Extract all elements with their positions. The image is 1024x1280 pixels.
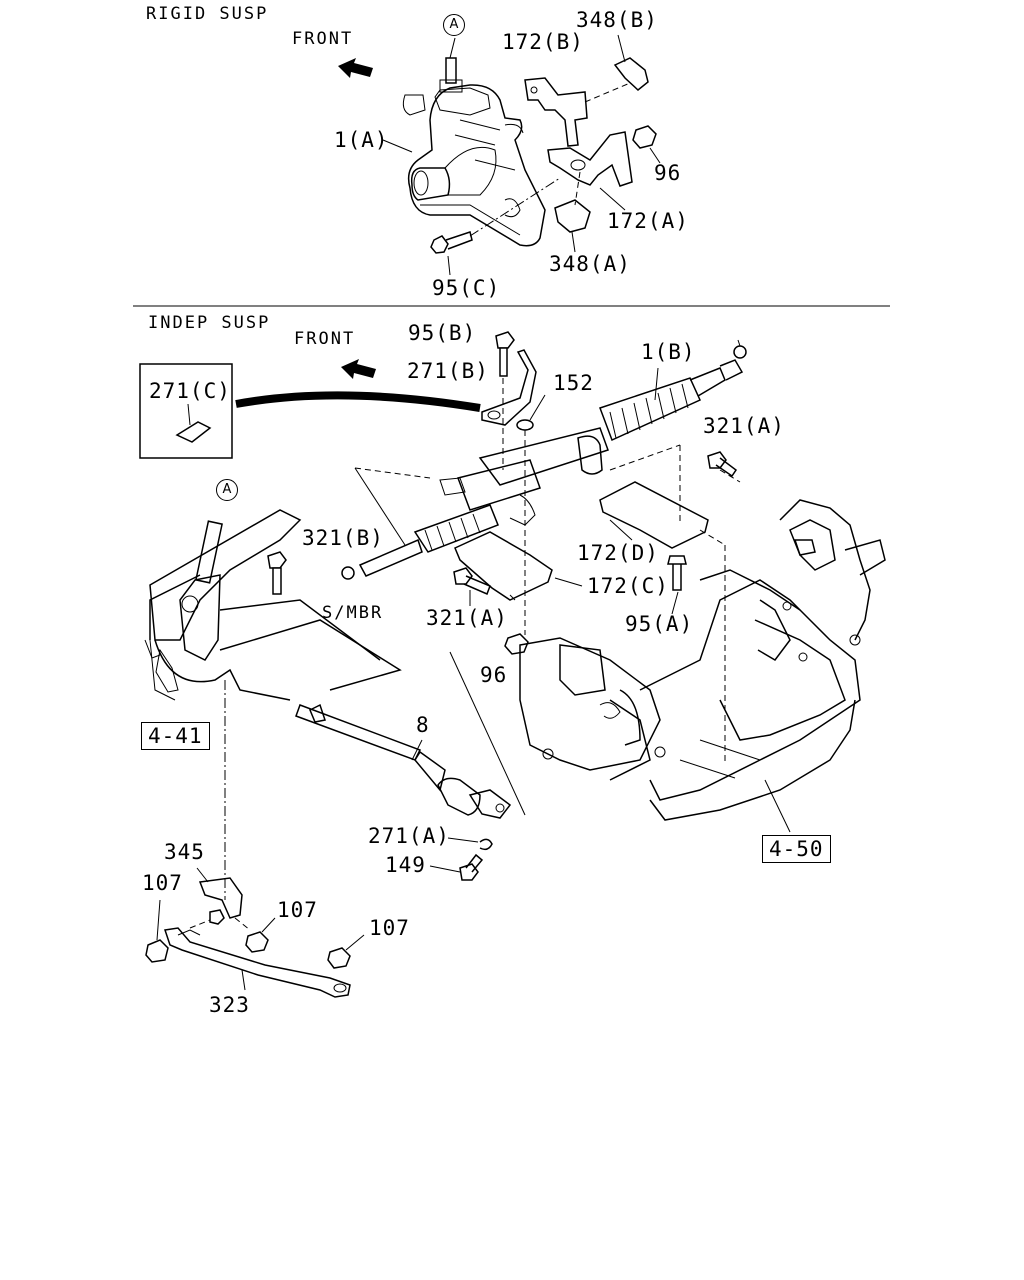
bolt-149 [459, 853, 484, 881]
intermediate-shaft-8 [295, 703, 512, 819]
part-label-271a: 271(A) [368, 824, 450, 848]
bracket-172d [599, 481, 709, 549]
front-label: FRONT [294, 329, 356, 349]
ref-box-4-50[interactable]: 4-50 [762, 835, 831, 863]
bolt-95c [430, 231, 473, 254]
part-label-348a: 348(A) [549, 252, 631, 276]
steering-gear-box [402, 57, 546, 247]
section-label-indep: INDEP SUSP [148, 313, 271, 333]
part-label-107: 107 [142, 871, 183, 895]
rack-and-pinion-assembly [341, 339, 747, 580]
nut-96-mid [504, 633, 529, 655]
part-label-271b: 271(B) [407, 359, 489, 383]
part-label-172d: 172(D) [577, 541, 659, 565]
part-label-96: 96 [480, 663, 508, 687]
ref-box-4-41[interactable]: 4-41 [141, 722, 210, 750]
clip-348b [613, 57, 649, 91]
bolt-321a-mid [453, 567, 491, 596]
leader-arrow [235, 391, 481, 412]
steering-column-frame [144, 509, 402, 701]
front-label: FRONT [292, 29, 354, 49]
part-label-345: 345 [164, 840, 205, 864]
section-label-rigid: RIGID SUSP [146, 4, 269, 24]
plate-271c [175, 421, 212, 443]
nut-96 [632, 125, 657, 149]
part-label-1b: 1(B) [641, 340, 696, 364]
ref-marker-a: A [443, 14, 465, 36]
part-label-107: 107 [369, 916, 410, 940]
part-label-172c: 172(C) [587, 574, 669, 598]
bracket-172a [547, 131, 633, 187]
part-label-323: 323 [209, 993, 250, 1017]
clip-271a [479, 838, 493, 851]
bracket-172b [524, 77, 588, 147]
nut-107-mid [245, 931, 269, 953]
part-label-172a: 172(A) [607, 209, 689, 233]
part-label-172b: 172(B) [502, 30, 584, 54]
part-label-95b: 95(B) [408, 321, 477, 345]
part-label-1a: 1(A) [334, 128, 389, 152]
part-label-152: 152 [553, 371, 594, 395]
part-label-321b: 321(B) [302, 526, 384, 550]
clip-348a [554, 199, 591, 233]
inset-box-271c [139, 363, 233, 459]
part-label-8: 8 [416, 713, 430, 737]
bracket-345 [198, 877, 243, 919]
stay-323 [164, 927, 351, 998]
part-label-348b: 348(B) [576, 8, 658, 32]
part-label-95c: 95(C) [432, 276, 501, 300]
bolt-95a [667, 555, 687, 591]
part-label-96: 96 [654, 161, 682, 185]
crossmember-frame [519, 499, 886, 821]
part-label-95a: 95(A) [625, 612, 694, 636]
bolt-321a-top [707, 451, 738, 478]
part-label-271c: 271(C) [149, 379, 231, 403]
part-label-149: 149 [385, 853, 426, 877]
front-arrow-icon [341, 359, 376, 379]
bolt-345 [209, 909, 225, 925]
bracket-271b [481, 349, 537, 426]
part-label-321a: 321(A) [703, 414, 785, 438]
front-arrow-icon [338, 58, 373, 78]
label-s-mbr: S/MBR [322, 603, 384, 623]
bolt-95b [495, 331, 515, 377]
nut-107-right [327, 947, 351, 969]
ref-marker-a: A [216, 479, 238, 501]
part-label-321a: 321(A) [426, 606, 508, 630]
bolt-321b [267, 551, 287, 595]
part-label-107: 107 [277, 898, 318, 922]
nut-107-left [145, 939, 169, 963]
washer-152 [516, 419, 534, 431]
bracket-172c [454, 531, 553, 601]
